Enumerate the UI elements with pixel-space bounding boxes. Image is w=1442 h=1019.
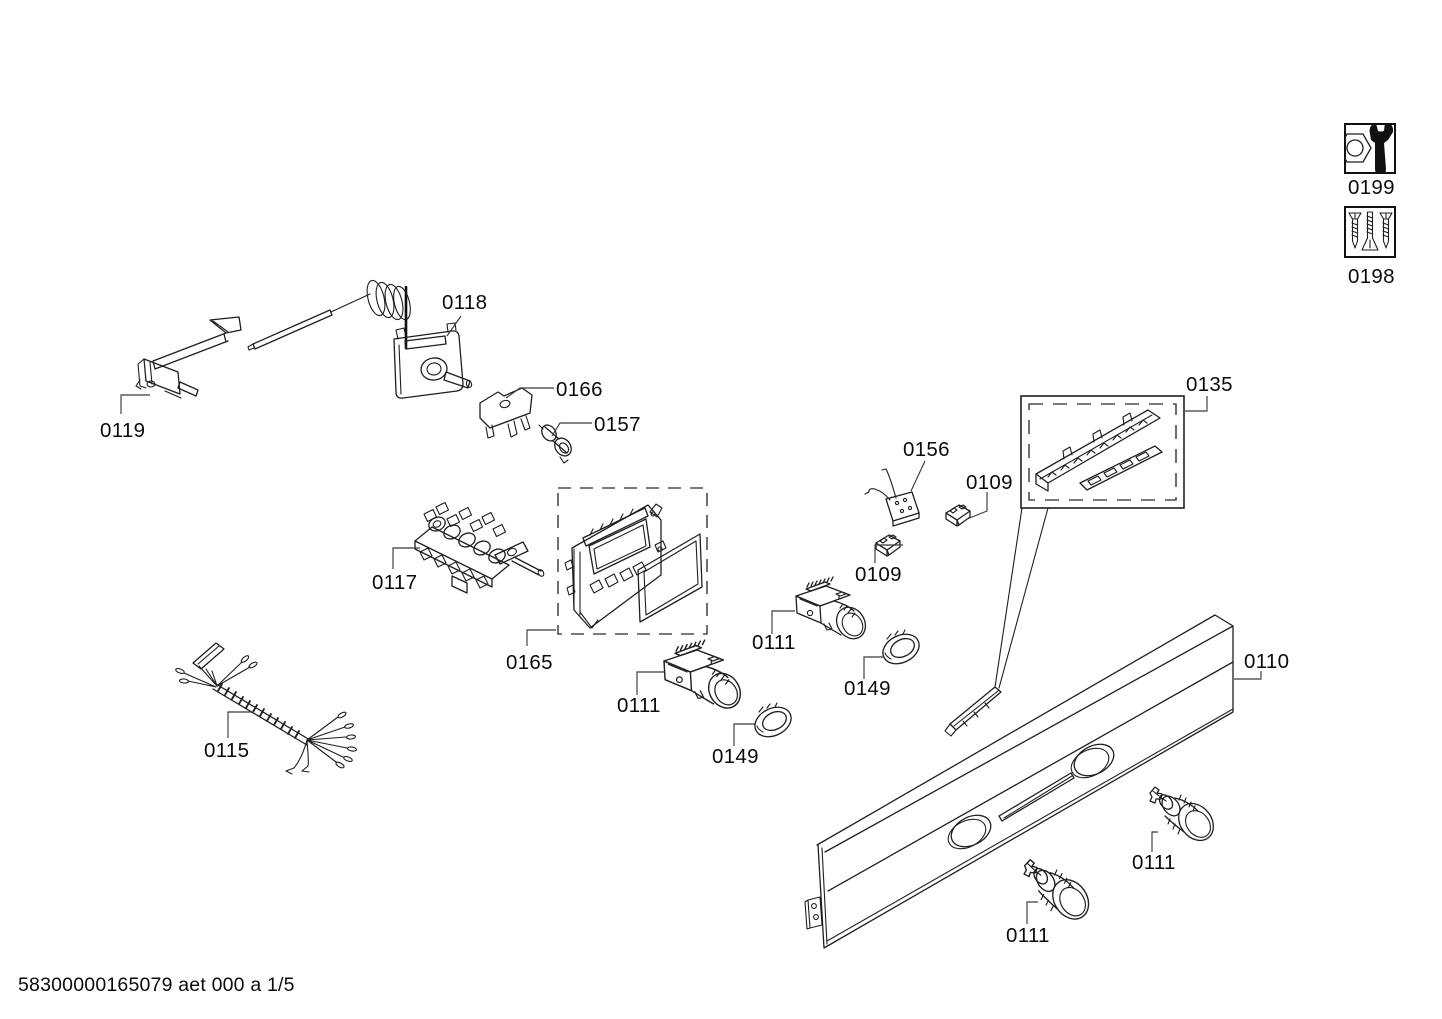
part-0111-knob-mid-right bbox=[795, 576, 872, 645]
label-0111-mid-right: 0111 bbox=[752, 631, 796, 654]
part-0157-lamp bbox=[538, 424, 572, 464]
part-0111-knob-panel-right bbox=[1149, 786, 1222, 848]
label-0119: 0119 bbox=[100, 419, 145, 442]
screw-kit-icon bbox=[1344, 206, 1396, 258]
part-0149-ring-left bbox=[749, 700, 797, 744]
label-0109-bottom: 0109 bbox=[855, 563, 902, 586]
label-0149-left: 0149 bbox=[712, 745, 759, 768]
kit-0135-button-strip bbox=[944, 395, 1185, 737]
part-0111-knob-panel-bottom bbox=[1019, 858, 1100, 929]
wrench-icon bbox=[1369, 124, 1394, 173]
part-0110-control-panel bbox=[804, 614, 1234, 949]
kit-0135-box bbox=[1020, 395, 1185, 509]
label-0109-top: 0109 bbox=[966, 471, 1013, 494]
screw-icon bbox=[1348, 211, 1393, 251]
part-0115-cable-harness bbox=[175, 642, 358, 775]
label-0149-right: 0149 bbox=[844, 677, 891, 700]
part-0118-thermostat bbox=[247, 279, 473, 399]
part-0149-ring-right bbox=[877, 627, 925, 671]
part-0117-switch-block bbox=[414, 501, 545, 594]
label-0156: 0156 bbox=[903, 438, 950, 461]
leader-lines bbox=[120, 315, 1262, 924]
label-0135: 0135 bbox=[1186, 373, 1233, 396]
label-0111-panel-right: 0111 bbox=[1132, 851, 1176, 874]
kit-0165-dashed-box bbox=[557, 487, 708, 635]
part-labels: 0119 0118 0166 0157 0117 0165 0156 0109 … bbox=[100, 176, 1395, 947]
glass-window bbox=[637, 533, 703, 623]
part-0111-knob-mid-left bbox=[663, 639, 748, 715]
kit-0165-control-module bbox=[557, 487, 708, 635]
document-code: 58300000165079 aet 000 a 1/5 bbox=[18, 974, 295, 996]
part-0156-sensor-cable bbox=[864, 468, 920, 527]
label-0111-mid-left: 0111 bbox=[617, 694, 661, 717]
label-0110: 0110 bbox=[1244, 650, 1289, 673]
label-0157: 0157 bbox=[594, 413, 641, 436]
label-0118: 0118 bbox=[442, 291, 487, 314]
tool-kit-icon bbox=[1344, 123, 1396, 174]
label-0198: 0198 bbox=[1348, 265, 1395, 288]
display-slot bbox=[998, 772, 1075, 822]
label-0199: 0199 bbox=[1348, 176, 1395, 199]
part-0166-holder bbox=[479, 387, 533, 439]
label-0117: 0117 bbox=[372, 571, 417, 594]
part-0109-connector-top bbox=[945, 504, 971, 527]
label-0166: 0166 bbox=[556, 378, 603, 401]
label-0165: 0165 bbox=[506, 651, 553, 674]
part-0119-probe-bracket bbox=[135, 316, 242, 399]
label-0111-panel-bottom: 0111 bbox=[1006, 924, 1050, 947]
label-0115: 0115 bbox=[204, 739, 249, 762]
